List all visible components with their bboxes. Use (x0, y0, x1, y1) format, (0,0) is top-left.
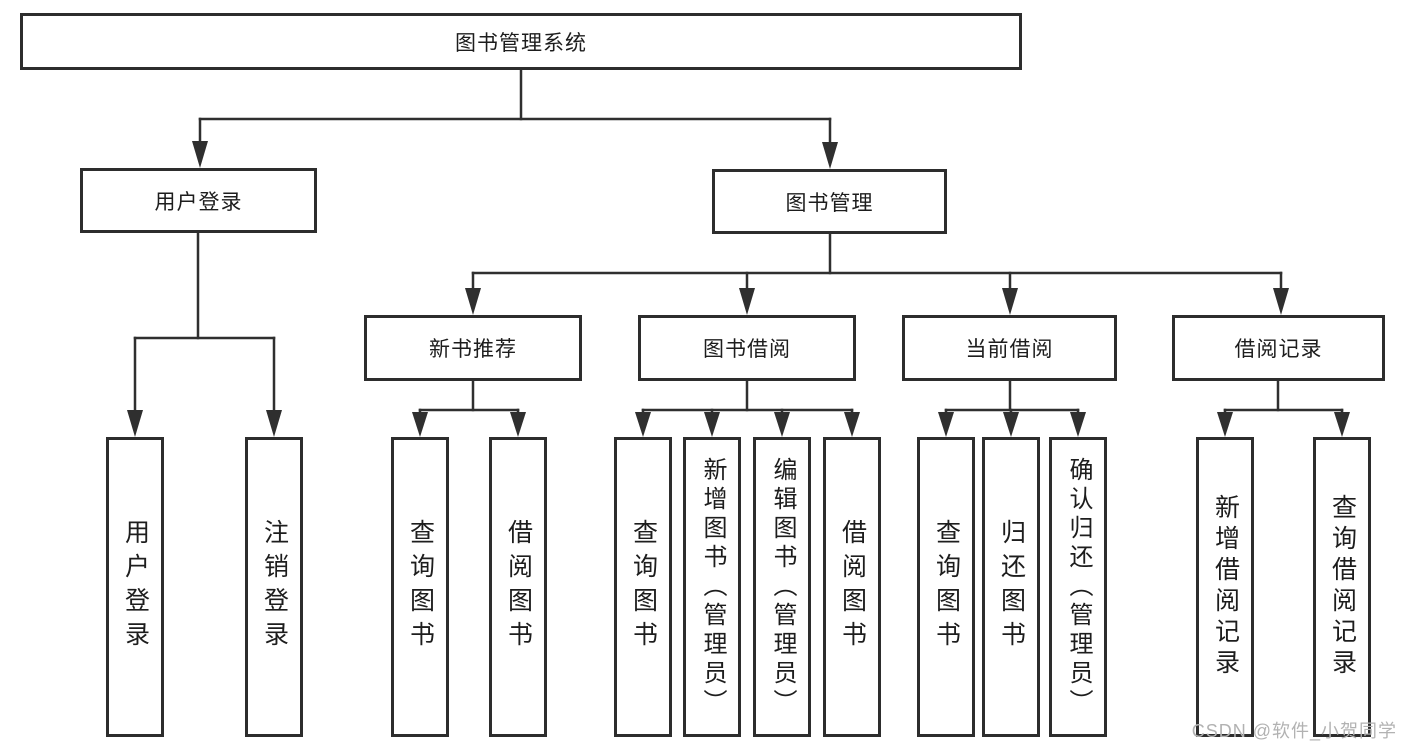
leaf-query-borrow-record: 查询借阅记录 (1313, 437, 1371, 737)
leaf-label: 查询图书 (629, 519, 658, 655)
leaf-label: 借阅图书 (838, 519, 867, 655)
arrowhead-icon (510, 412, 526, 437)
connector-book-borrow-to-leaves (635, 379, 860, 437)
connector-new-book-to-leaves (412, 379, 526, 437)
arrowhead-icon (1003, 412, 1019, 437)
connector-user-login-to-leaves (127, 231, 282, 437)
csdn-watermark: CSDN @软件_小贺同学 (1191, 721, 1397, 741)
leaf-query-books-current: 查询图书 (917, 437, 975, 737)
leaf-label: 注销登录 (260, 519, 289, 655)
leaf-label: 借阅图书 (504, 519, 533, 655)
arrowhead-icon (1334, 412, 1350, 437)
arrowhead-icon (192, 141, 208, 168)
node-borrowing-records: 借阅记录 (1172, 315, 1385, 381)
leaf-confirm-return-admin: 确认归还（管理员） (1049, 437, 1107, 737)
arrowhead-icon (1002, 288, 1018, 315)
node-library-management-system: 图书管理系统 (20, 13, 1022, 70)
arrowhead-icon (412, 412, 428, 437)
arrowhead-icon (266, 410, 282, 437)
leaf-add-borrow-record: 新增借阅记录 (1196, 437, 1254, 737)
node-label: 新书推荐 (429, 338, 517, 361)
leaf-add-books-admin: 新增图书（管理员） (683, 437, 741, 737)
node-book-borrowing: 图书借阅 (638, 315, 856, 381)
leaf-logout: 注销登录 (245, 437, 303, 737)
arrowhead-icon (938, 412, 954, 437)
leaf-label: 确认归还（管理员） (1065, 456, 1092, 718)
node-current-borrowing: 当前借阅 (902, 315, 1117, 381)
leaf-label: 归还图书 (997, 519, 1026, 655)
leaf-label: 新增图书（管理员） (699, 456, 726, 718)
leaf-label: 编辑图书（管理员） (769, 456, 796, 718)
leaf-label: 查询图书 (406, 519, 435, 655)
arrowhead-icon (635, 412, 651, 437)
arrowhead-icon (704, 412, 720, 437)
arrowhead-icon (1217, 412, 1233, 437)
arrowhead-icon (822, 142, 838, 169)
arrowhead-icon (774, 412, 790, 437)
node-label: 图书管理 (785, 191, 874, 215)
connector-book-mgmt-to-level3 (465, 232, 1289, 315)
node-label: 用户登录 (154, 190, 243, 214)
leaf-return-books: 归还图书 (982, 437, 1040, 737)
leaf-borrow-books-recommend: 借阅图书 (489, 437, 547, 737)
node-new-book-recommendation: 新书推荐 (364, 315, 582, 381)
arrowhead-icon (1070, 412, 1086, 437)
leaf-label: 用户登录 (121, 519, 150, 655)
leaf-edit-books-admin: 编辑图书（管理员） (753, 437, 811, 737)
node-label: 图书借阅 (703, 338, 791, 361)
leaf-label: 查询借阅记录 (1328, 494, 1357, 680)
node-book-management: 图书管理 (712, 169, 947, 234)
connector-current-borrow-to-leaves (938, 379, 1086, 437)
arrowhead-icon (739, 288, 755, 315)
arrowhead-icon (1273, 288, 1289, 315)
leaf-label: 查询图书 (932, 519, 961, 655)
node-label: 图书管理系统 (455, 31, 587, 55)
leaf-label: 新增借阅记录 (1211, 494, 1240, 680)
arrowhead-icon (844, 412, 860, 437)
arrowhead-icon (465, 288, 481, 315)
node-user-login: 用户登录 (80, 168, 317, 233)
connector-borrow-records-to-leaves (1217, 379, 1350, 437)
connector-root-to-level2 (192, 66, 838, 169)
leaf-query-books-borrow: 查询图书 (614, 437, 672, 737)
node-label: 借阅记录 (1234, 338, 1323, 361)
node-label: 当前借阅 (965, 338, 1054, 361)
arrowhead-icon (127, 410, 143, 437)
leaf-query-books-recommend: 查询图书 (391, 437, 449, 737)
leaf-user-login: 用户登录 (106, 437, 164, 737)
leaf-borrow-books: 借阅图书 (823, 437, 881, 737)
